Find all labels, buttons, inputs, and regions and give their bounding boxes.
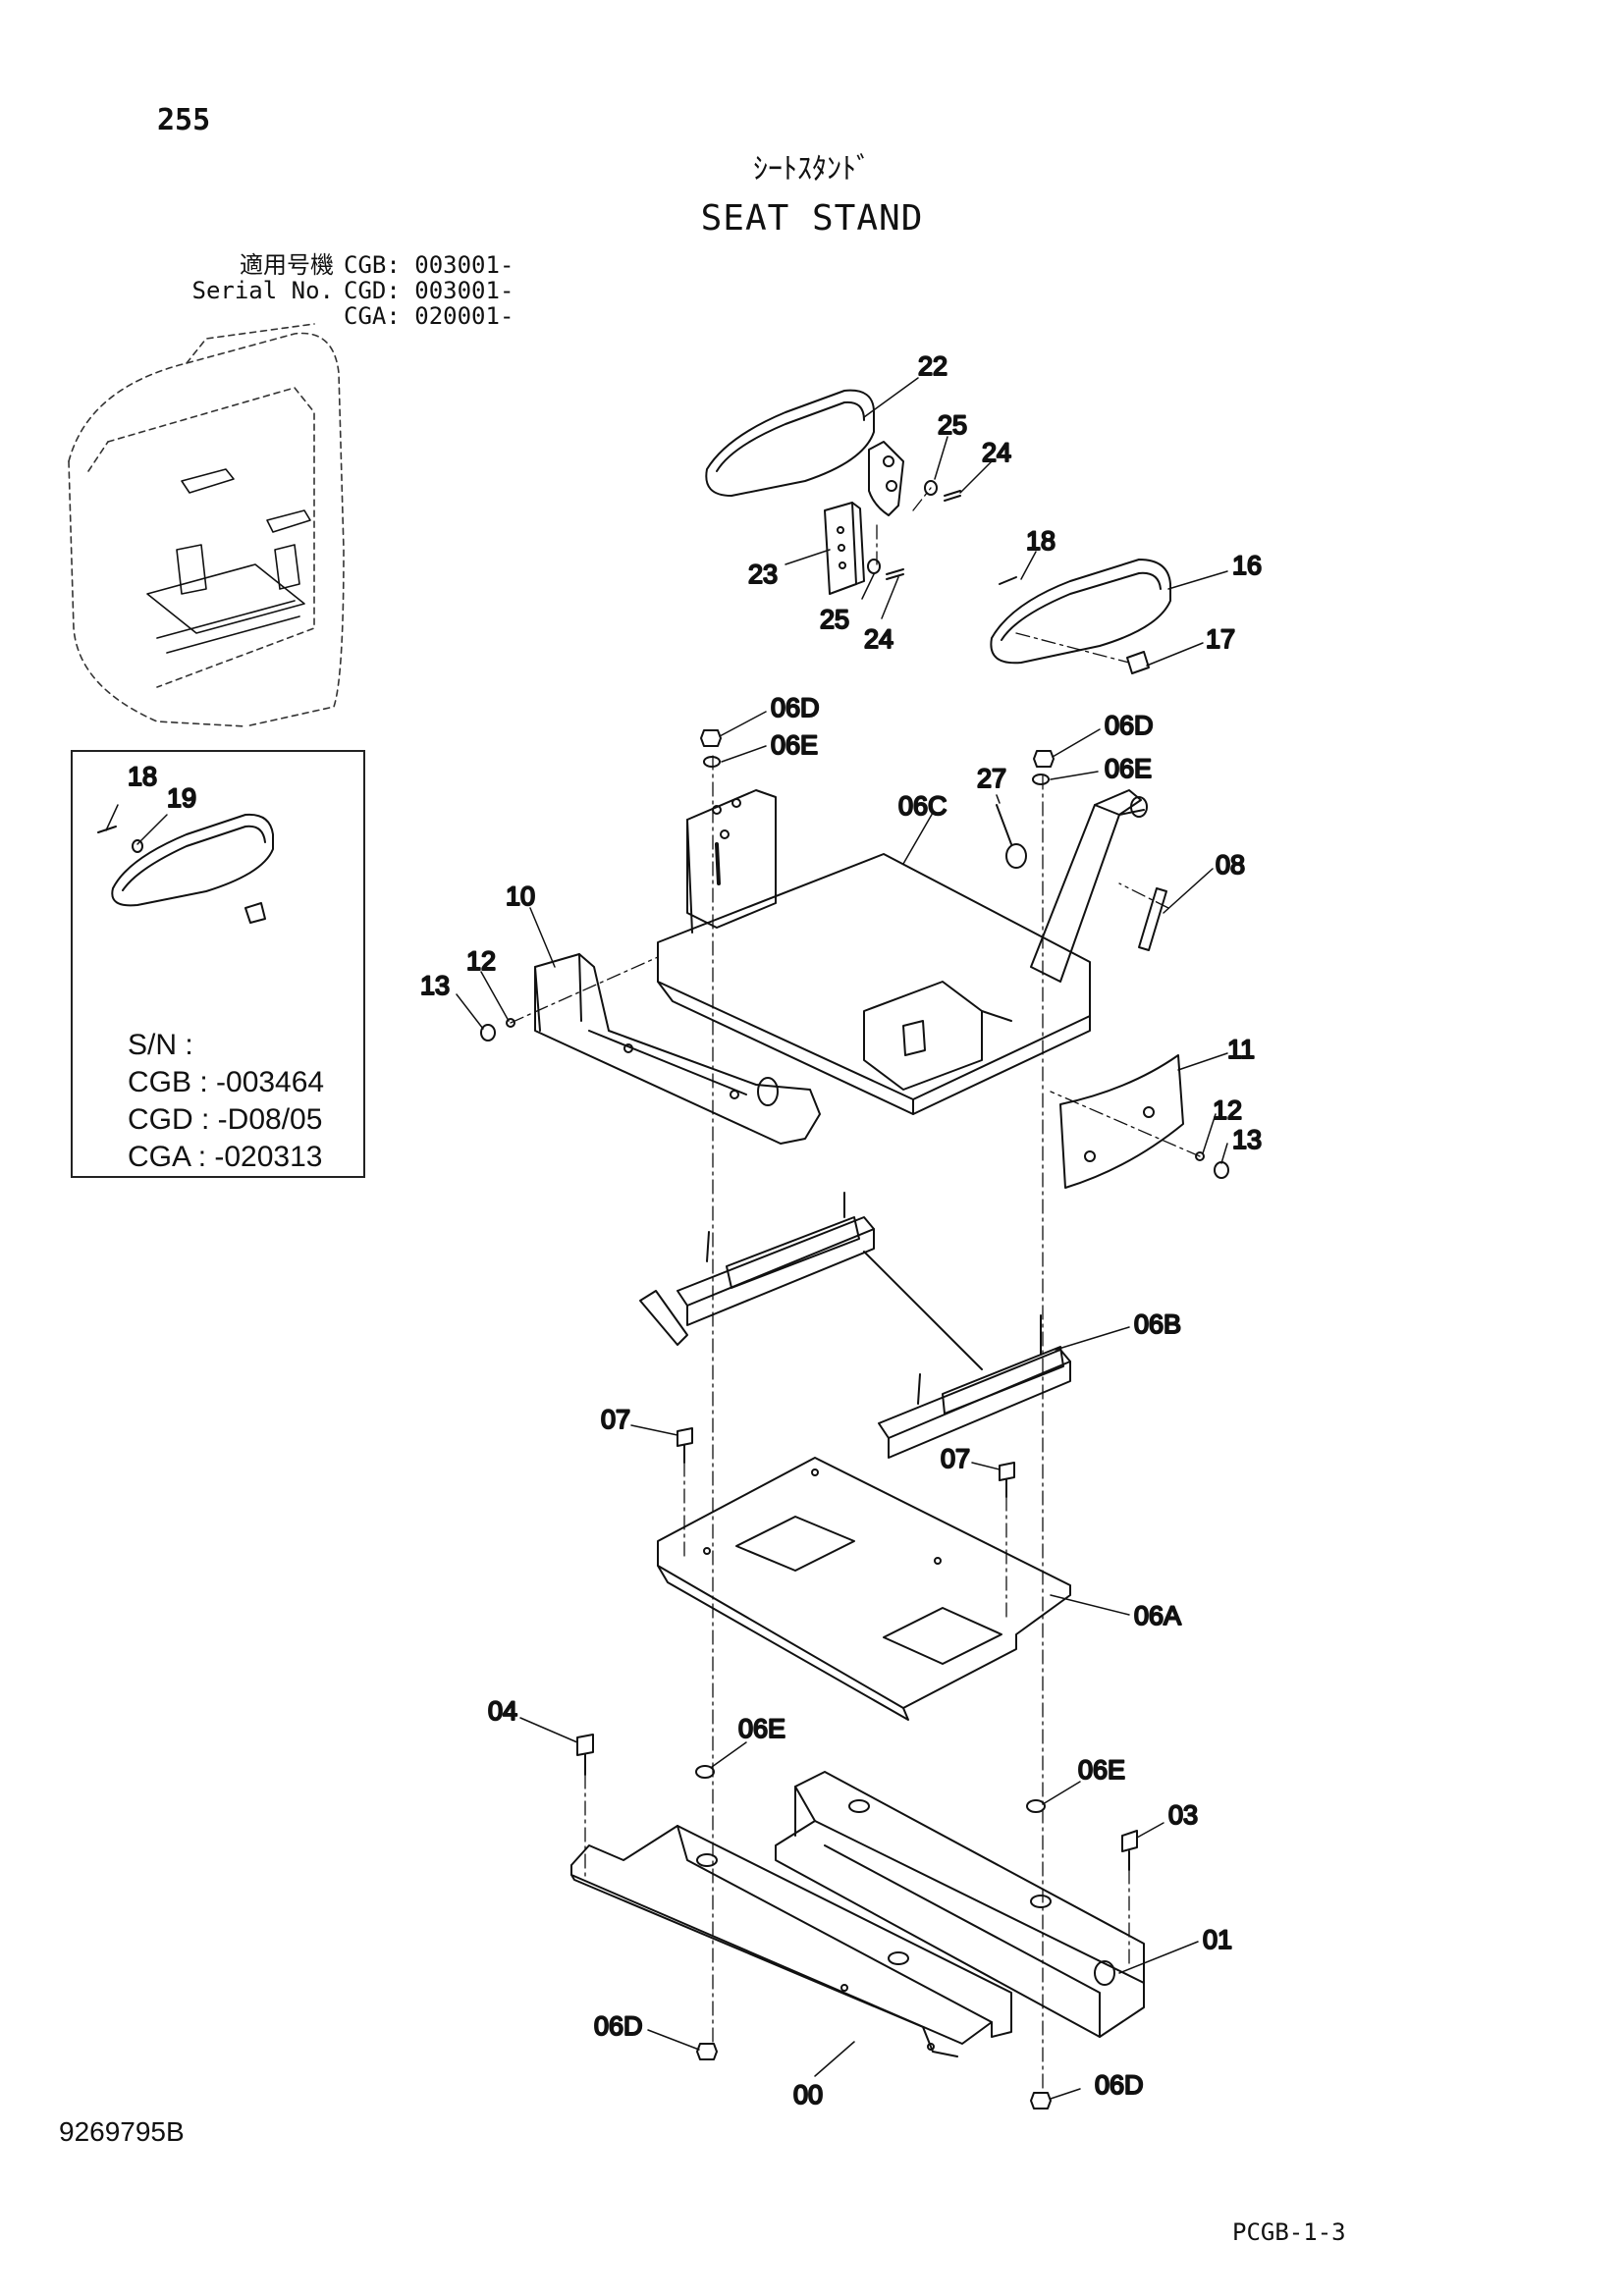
- nut-06d: [696, 729, 1055, 2109]
- callout-label: 07: [941, 1444, 970, 1473]
- bolt-03: [1121, 1830, 1138, 1871]
- callout-label: 11: [1227, 1035, 1255, 1064]
- link-cable: [863, 1251, 983, 1370]
- serial-entry: CGA: 020001-: [344, 302, 514, 330]
- title-japanese: ｼｰﾄｽﾀﾝﾄﾞ: [753, 152, 871, 187]
- callout-label: 06D: [594, 2011, 643, 2041]
- callout-label: 17: [1206, 624, 1235, 654]
- document-number: 9269795B: [59, 2116, 185, 2147]
- wire-27: [996, 804, 1027, 869]
- serial-label-jp: 適用号機: [240, 251, 334, 279]
- serial-entry: CGB: 003001-: [344, 251, 514, 279]
- callout-label: 24: [982, 438, 1011, 467]
- page-code: PCGB-1-3: [1232, 2218, 1346, 2246]
- armrest-16: [990, 559, 1171, 674]
- cab-seat-sketch: [146, 468, 311, 654]
- cab-overview-illustration: [68, 323, 345, 727]
- callout-label: 12: [1213, 1095, 1242, 1125]
- serial-label-en: Serial No.: [191, 277, 335, 304]
- callout-label: 13: [420, 971, 450, 1000]
- callout-label: 07: [601, 1405, 630, 1434]
- mount-rail-01: [775, 1771, 1145, 2038]
- page-title: SEAT STAND: [700, 198, 924, 239]
- bolt-07: [677, 1427, 1015, 1498]
- seat-base-06c: [657, 789, 1148, 1115]
- callout-label: 08: [1216, 850, 1245, 880]
- mount-rail-00: [570, 1825, 1012, 2057]
- sn-entry: CGB : -003464: [128, 1066, 325, 1098]
- callout-label: 06E: [771, 730, 818, 760]
- callout-label: 18: [1026, 526, 1056, 556]
- callout-label: 10: [506, 881, 535, 911]
- alignment-lines: [510, 487, 1201, 2092]
- serial-entry: CGD: 003001-: [344, 277, 514, 304]
- callout-label: 16: [1232, 551, 1262, 580]
- side-plate-10: [534, 953, 821, 1145]
- leader-lines: [105, 377, 1228, 2100]
- inset-box: [71, 750, 365, 1178]
- inset-armrest: [97, 813, 274, 924]
- callout-label: 27: [977, 764, 1006, 793]
- callout-label: 25: [938, 410, 967, 440]
- callout-label: 25: [820, 605, 849, 634]
- base-plate-06a: [657, 1457, 1071, 1721]
- callout-label: 06D: [1105, 711, 1154, 740]
- callout-label: 00: [793, 2080, 823, 2109]
- inset-callout-label: 18: [128, 762, 157, 791]
- callout-label: 23: [748, 560, 778, 589]
- callout-label: 24: [864, 624, 893, 654]
- callout-label: 06E: [1105, 754, 1152, 783]
- page-number: 255: [157, 103, 211, 137]
- callout-label: 06A: [1134, 1601, 1181, 1630]
- callout-label: 12: [466, 946, 496, 976]
- inset-callout-label: 19: [167, 783, 196, 813]
- sn-entry: CGA : -020313: [128, 1141, 323, 1173]
- pin-08: [1138, 887, 1167, 951]
- bracket-23: [824, 502, 865, 595]
- callout-label: 13: [1232, 1125, 1262, 1154]
- callout-label: 03: [1168, 1800, 1198, 1830]
- callout-label: 06D: [1095, 2070, 1144, 2100]
- cover-11: [1059, 1054, 1184, 1189]
- callout-label: 04: [488, 1696, 517, 1726]
- callout-label: 06B: [1134, 1309, 1181, 1339]
- slide-rail-right: [878, 1314, 1071, 1459]
- callout-label: 06D: [771, 693, 820, 722]
- slide-rail-left: [639, 1192, 875, 1346]
- sn-label: S/N :: [128, 1029, 193, 1061]
- armrest-22: [705, 389, 904, 516]
- callout-label: 01: [1203, 1925, 1232, 1954]
- bolt-washer-24-25: [867, 480, 961, 580]
- sn-entry: CGD : -D08/05: [128, 1103, 323, 1136]
- washer-06e: [695, 756, 1050, 1813]
- callout-label: 22: [918, 351, 947, 381]
- callout-label: 06C: [898, 791, 947, 821]
- callout-label: 06E: [1078, 1755, 1125, 1785]
- bolt-04: [576, 1734, 594, 1776]
- callout-label: 06E: [738, 1714, 785, 1743]
- washer-12-13-left: [480, 1018, 515, 1041]
